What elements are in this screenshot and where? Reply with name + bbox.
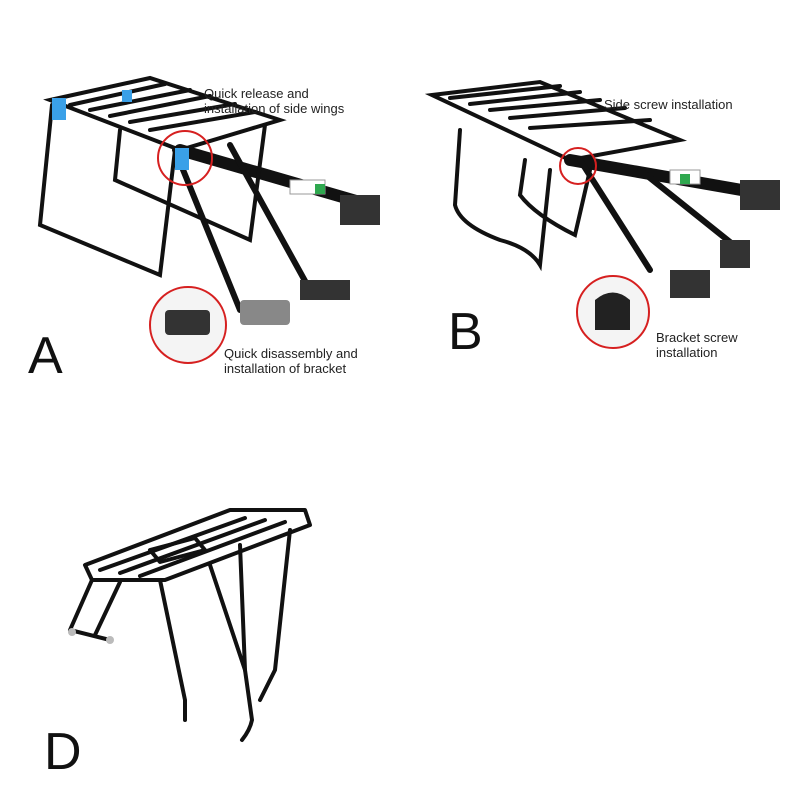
caption-b-bottom-line2: installation xyxy=(656,345,718,360)
highlight-circle-top-b xyxy=(559,147,597,185)
caption-a-bottom-line1: Quick disassembly and xyxy=(224,346,358,361)
panel-b: Side screw installation Bracket screw in… xyxy=(400,0,800,400)
panel-letter-d: D xyxy=(44,723,82,781)
caption-a-top-line1: Quick release and xyxy=(204,86,309,101)
panel-letter-a: A xyxy=(28,327,63,385)
highlight-circle-top xyxy=(157,130,213,186)
caption-a-bottom-line2: installation of bracket xyxy=(224,361,347,376)
caption-b-top-line1: Side screw installation xyxy=(604,97,733,112)
rack-d-image xyxy=(68,508,312,742)
rack-b-image xyxy=(424,79,780,349)
caption-b-bottom-line1: Bracket screw xyxy=(656,330,738,345)
caption-a-top-line2: installation of side wings xyxy=(204,101,345,116)
panel-d: D xyxy=(0,470,400,800)
panel-a: Quick release and installation of side w… xyxy=(0,0,400,400)
rack-a-image xyxy=(37,75,380,364)
panel-letter-b: B xyxy=(448,303,483,361)
